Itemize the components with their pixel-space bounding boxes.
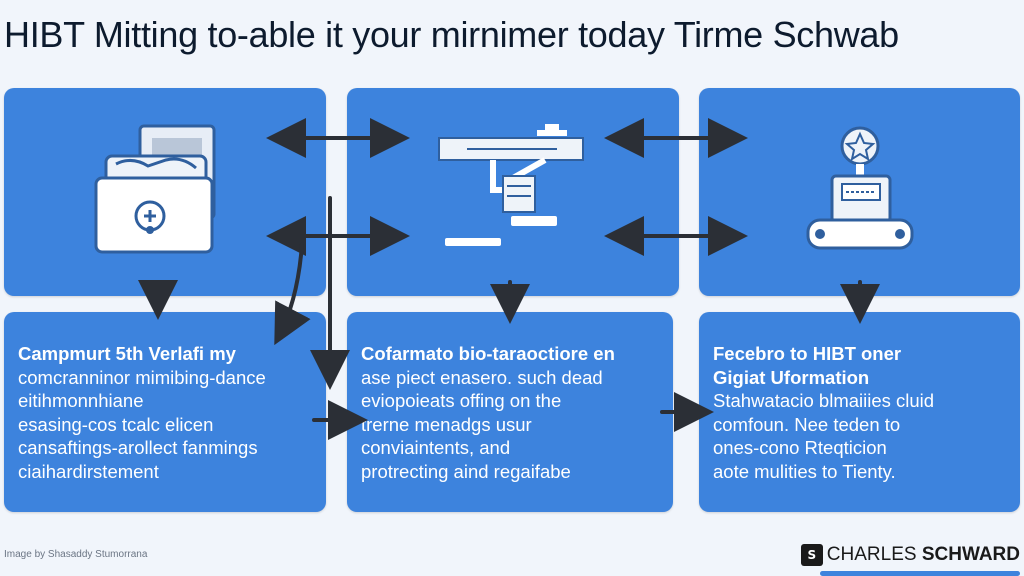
panel-line: conviaintents, and [361,437,511,458]
panel-line: Fecebro to HIBT oner [713,343,902,364]
page-title: HIBT Mitting to-able it your mirnimer to… [4,14,899,55]
panel-line: ase piect enasero. such dead [361,366,603,388]
robot-badge-icon [806,126,914,250]
panel-line: esasing-cos tcalc elicen [18,413,214,435]
panel-line: Gigiat Uformation [713,366,870,388]
panel-line: aote mulities to Tienty. [713,460,896,482]
panel-line: trerne menadgs usur [361,413,532,435]
brand-name-regular: CHARLES [826,544,922,565]
panel-line: protrecting aind regaifabe [361,460,571,482]
panel-line: eviopoieats offing on the [361,390,562,411]
brand-logo: S CHARLES SCHWARD [800,544,1020,566]
panel-line: comcranninor mimibing-dance [18,366,266,388]
panel-3-text-lines: Fecebro to HIBT oner Gigiat Uformation S… [713,342,1012,483]
panel-line: Cofarmato bio-taraoctiore en [361,343,615,364]
wallet-icon [94,124,216,254]
panel-line: Campmurt 5th Verlafi my [18,343,236,364]
panel-1-text-lines: Campmurt 5th Verlafi my comcranninor mim… [18,342,318,483]
brand-underline [820,571,1020,576]
brand-name: CHARLES SCHWARD [827,544,1020,566]
panel-line: Stahwatacio blmaiiies cluid [713,390,935,411]
panel-line: comfoun. Nee teden to [713,413,901,435]
panel-line: eitihmonnhiane [18,390,144,411]
brand-name-bold: SCHWARD [921,544,1020,565]
panel-line: cansaftings-arollect fanmings [18,437,258,458]
image-credit: Image by Shasaddy Stumorrana [4,549,148,560]
panel-2-text: Cofarmato bio-taraoctiore en ase piect e… [347,312,673,512]
server-rack-icon [438,124,584,246]
panel-3-text: Fecebro to HIBT oner Gigiat Uformation S… [699,312,1020,512]
panel-1-text: Campmurt 5th Verlafi my comcranninor mim… [4,312,326,512]
panel-line: ciaihardirstement [18,460,159,482]
panel-2-text-lines: Cofarmato bio-taraoctiore en ase piect e… [361,342,665,483]
brand-mark-icon: S [800,544,823,566]
panel-line: ones-cono Rteqticion [713,437,887,458]
